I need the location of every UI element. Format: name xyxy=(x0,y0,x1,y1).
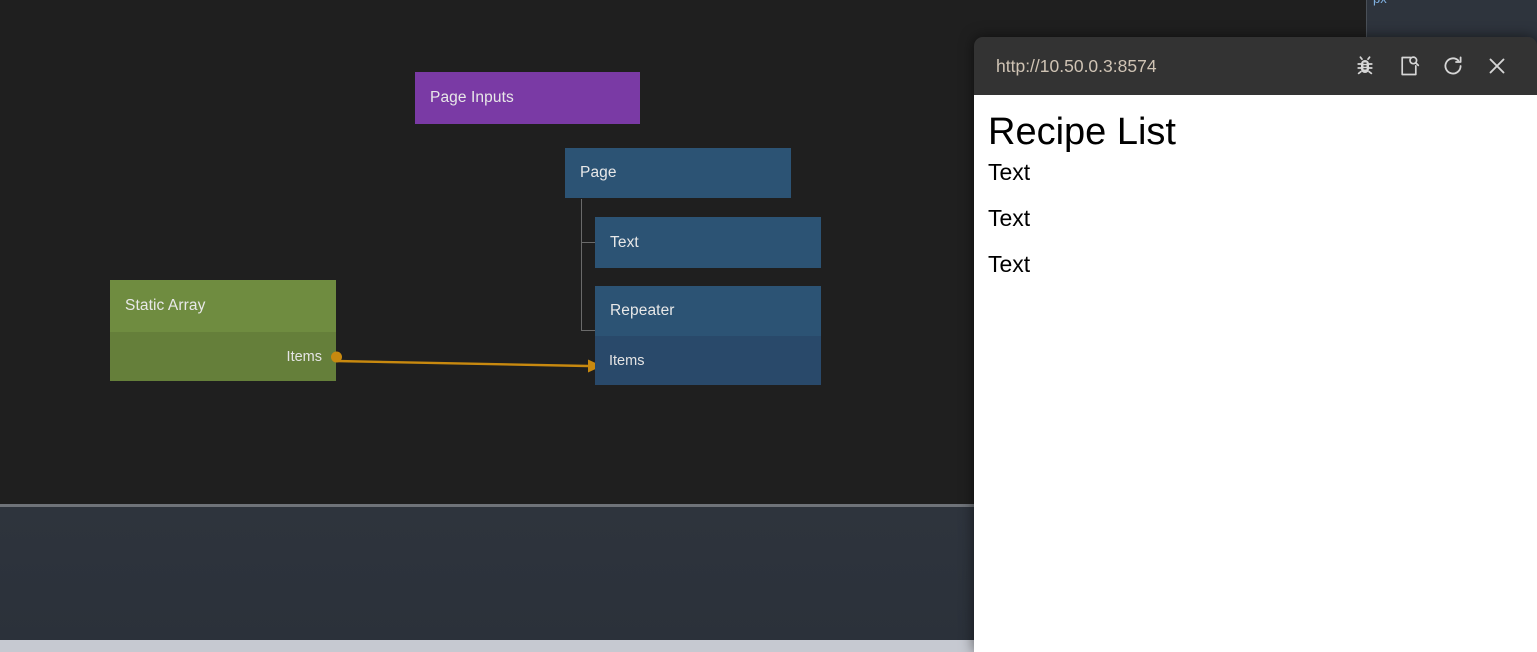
node-repeater-title: Repeater xyxy=(610,302,675,319)
tree-connector-branch-repeater xyxy=(581,330,595,331)
inspector-unit-label: px xyxy=(1373,0,1387,6)
node-page-inputs-title: Page Inputs xyxy=(430,89,514,106)
node-text-title: Text xyxy=(610,233,639,251)
node-static-array-port-items-label: Items xyxy=(286,348,322,365)
node-static-array-body: Items xyxy=(110,332,342,381)
node-page-title: Page xyxy=(580,164,617,181)
node-repeater[interactable]: Repeater Items xyxy=(595,286,821,385)
node-page-inputs[interactable]: Page Inputs xyxy=(415,72,640,124)
node-static-array[interactable]: Static Array Items xyxy=(110,280,342,381)
preview-content-frame[interactable]: Recipe List Text Text Text xyxy=(974,95,1537,652)
node-page[interactable]: Page xyxy=(565,148,791,198)
node-static-array-header[interactable]: Static Array xyxy=(110,280,336,332)
page-inspect-icon[interactable] xyxy=(1387,44,1431,88)
preview-titlebar[interactable]: http://10.50.0.3:8574 xyxy=(974,37,1537,95)
close-icon[interactable] xyxy=(1475,44,1519,88)
node-repeater-body: Items xyxy=(595,336,821,385)
preview-list-item: Text xyxy=(988,204,1031,231)
node-repeater-header[interactable]: Repeater xyxy=(595,286,821,336)
node-repeater-port-items[interactable]: Items xyxy=(595,336,821,385)
port-dot-icon[interactable] xyxy=(331,351,342,362)
bug-icon[interactable] xyxy=(1343,44,1387,88)
node-static-array-title: Static Array xyxy=(125,297,206,314)
node-static-array-port-items[interactable]: Items xyxy=(110,332,342,381)
node-page-inputs-header[interactable]: Page Inputs xyxy=(415,72,640,124)
dock-splitter-handle[interactable] xyxy=(0,504,1537,507)
tree-connector-branch-text xyxy=(581,242,595,243)
node-repeater-port-items-label: Items xyxy=(609,352,645,369)
node-text[interactable]: Text xyxy=(595,217,821,268)
node-page-header[interactable]: Page xyxy=(565,148,791,198)
node-text-header[interactable]: Text xyxy=(595,217,821,268)
tree-connector-trunk xyxy=(581,199,582,331)
preview-url-label: http://10.50.0.3:8574 xyxy=(996,55,1157,76)
preview-list-item: Text xyxy=(988,158,1031,185)
preview-page-heading: Recipe List xyxy=(988,111,1176,153)
preview-list-item: Text xyxy=(988,250,1031,277)
reload-icon[interactable] xyxy=(1431,44,1475,88)
preview-window[interactable]: http://10.50.0.3:8574 xyxy=(974,37,1537,652)
